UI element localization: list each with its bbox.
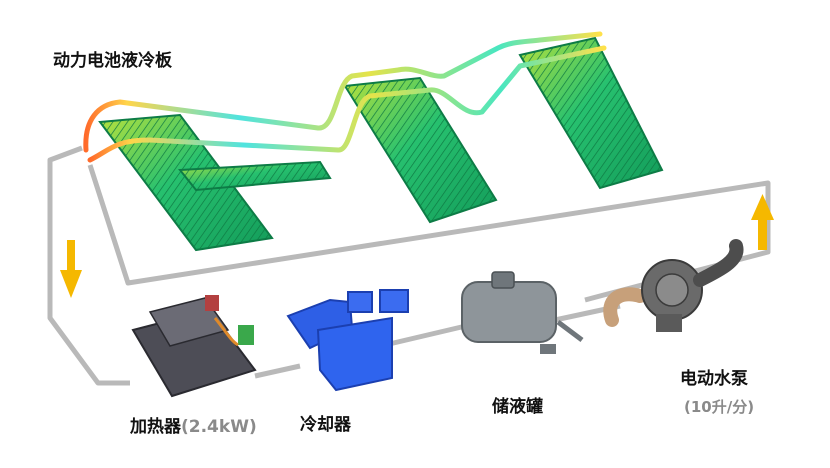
heater-label: 加热器(2.4kW) [129,416,257,437]
cold-plate-middle [343,76,498,224]
cold-plate-assembly [83,31,664,252]
heater-spec: (2.4kW) [181,417,257,437]
loop-bottom-line [254,363,301,379]
reservoir-image [461,271,584,354]
pump-image [603,239,744,332]
heater-name: 加热器 [129,416,182,437]
down-arrow-icon [60,240,82,298]
diagram-title: 动力电池液冷板 [53,50,173,71]
reservoir-label: 储液罐 [492,396,543,417]
cooler-image [286,289,409,392]
heater-image [131,295,257,398]
cold-plate-right [518,36,664,190]
cold-plate-left [98,113,332,252]
pump-label: 电动水泵 [680,368,748,389]
cold-plate-pipe [83,31,603,153]
loop-outer-line [47,145,130,386]
cooler-label: 冷却器 [300,414,352,435]
pump-spec: (10升/分) [684,398,754,416]
up-arrow-icon [751,194,774,250]
